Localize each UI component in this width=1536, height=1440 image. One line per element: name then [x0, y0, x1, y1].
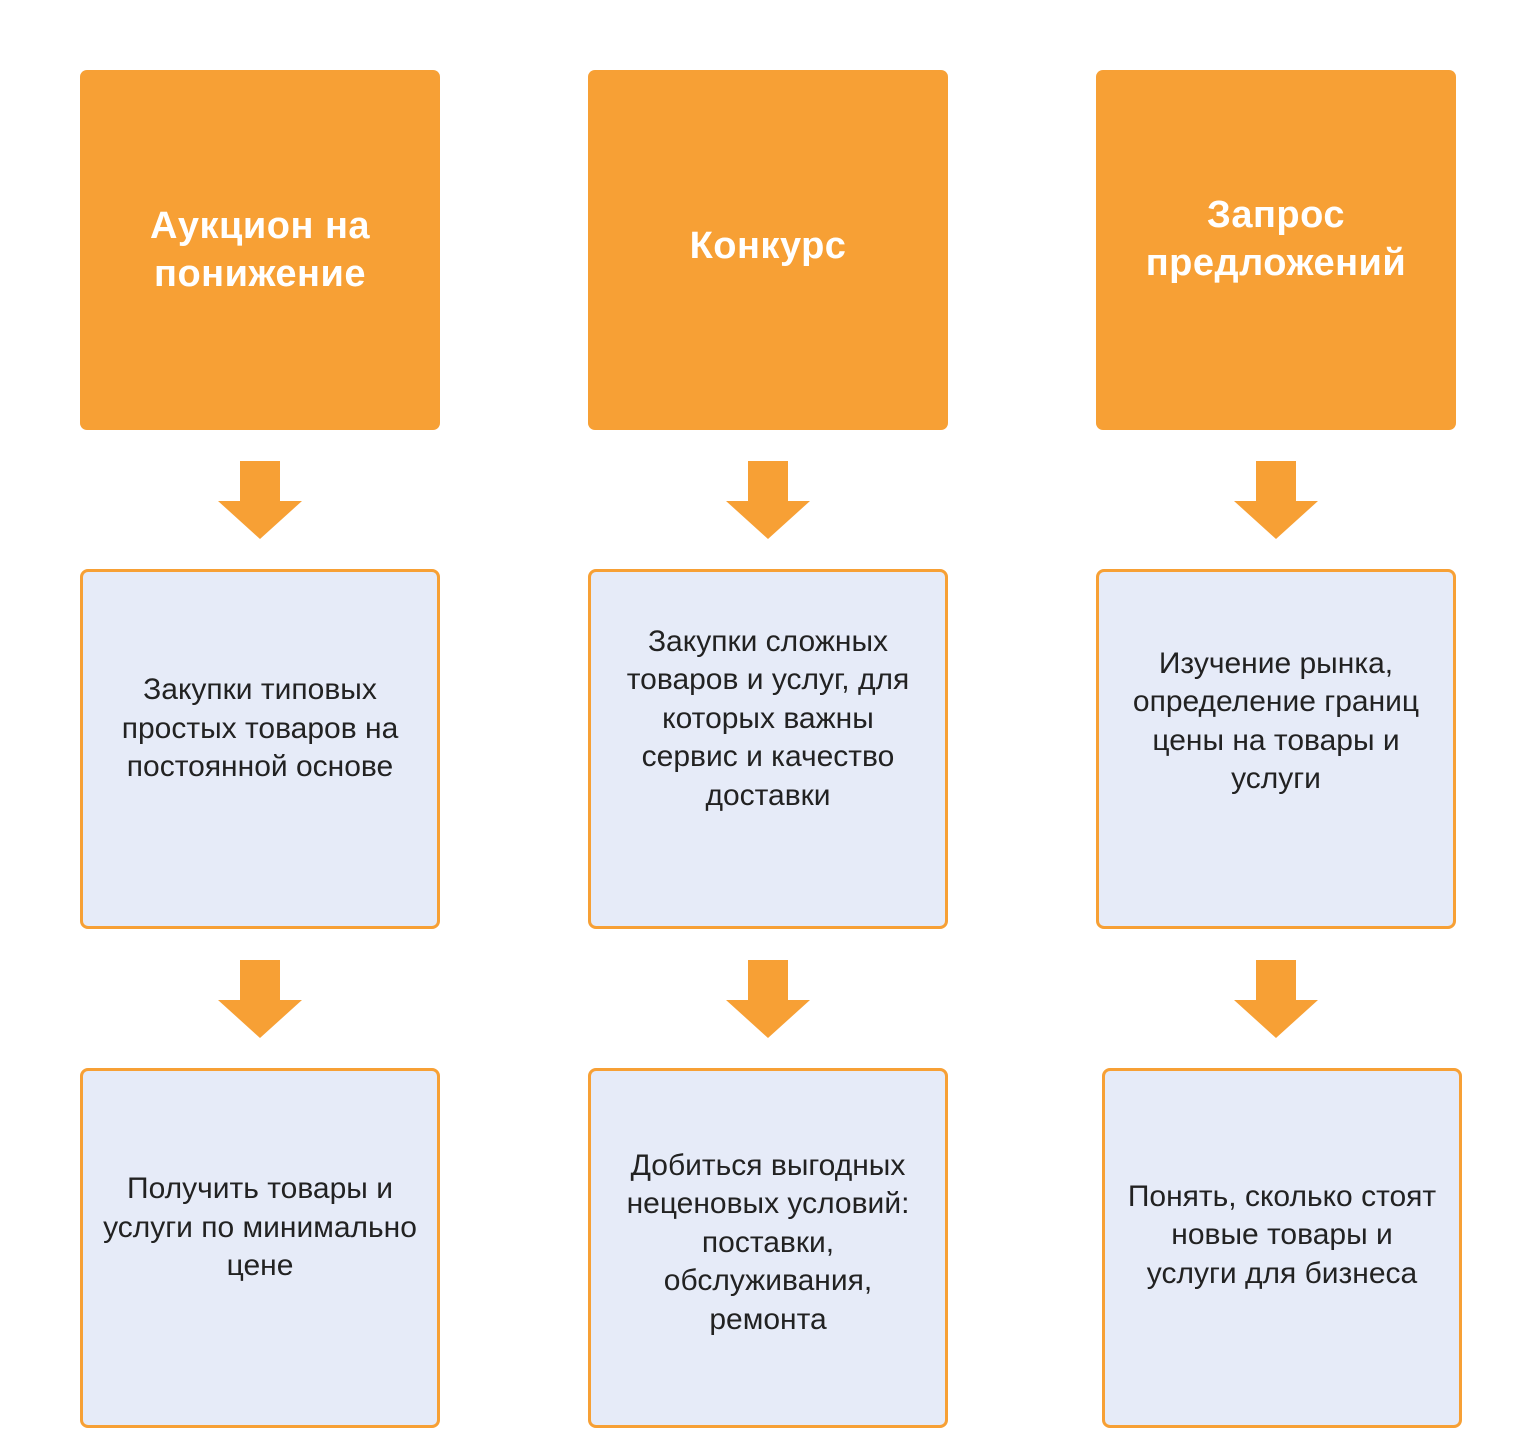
header-title: Конкурс	[689, 225, 847, 267]
down-arrow-icon	[1234, 461, 1318, 539]
down-arrow-icon	[218, 960, 302, 1038]
down-arrow-icon	[726, 461, 810, 539]
purpose-box-tender: Закупки сложных товаров и услуг, для кот…	[588, 569, 948, 929]
goal-box-request: Понять, сколько стоят новые товары и усл…	[1102, 1068, 1462, 1428]
column-request: Запрос предложений Изучение рынка, опред…	[1096, 0, 1462, 1440]
down-arrow-icon	[726, 960, 810, 1038]
goal-text: Добиться выгодных неценовых условий: пос…	[626, 1148, 910, 1336]
goal-box-auction: Получить товары и услуги по минимально ц…	[80, 1068, 440, 1428]
header-box-auction: Аукцион на понижение	[80, 70, 440, 430]
down-arrow-icon	[1234, 960, 1318, 1038]
purpose-text: Изучение рынка, определение границ цены …	[1132, 646, 1420, 796]
column-auction: Аукцион на понижение Закупки типовых про…	[80, 0, 440, 1440]
down-arrow-icon	[218, 461, 302, 539]
goal-text: Получить товары и услуги по минимально ц…	[103, 1172, 417, 1283]
header-box-request: Запрос предложений	[1096, 70, 1456, 430]
goal-text: Понять, сколько стоят новые товары и усл…	[1127, 1179, 1437, 1290]
purpose-text: Закупки типовых простых товаров на посто…	[121, 673, 399, 784]
purpose-text: Закупки сложных товаров и услуг, для кот…	[626, 624, 910, 812]
purpose-box-auction: Закупки типовых простых товаров на посто…	[80, 569, 440, 929]
goal-box-tender: Добиться выгодных неценовых условий: пос…	[588, 1068, 948, 1428]
header-title: Аукцион на понижение	[149, 205, 371, 295]
column-tender: Конкурс Закупки сложных товаров и услуг,…	[588, 0, 948, 1440]
purpose-box-request: Изучение рынка, определение границ цены …	[1096, 569, 1456, 929]
header-box-tender: Конкурс	[588, 70, 948, 430]
header-title: Запрос предложений	[1145, 194, 1407, 284]
